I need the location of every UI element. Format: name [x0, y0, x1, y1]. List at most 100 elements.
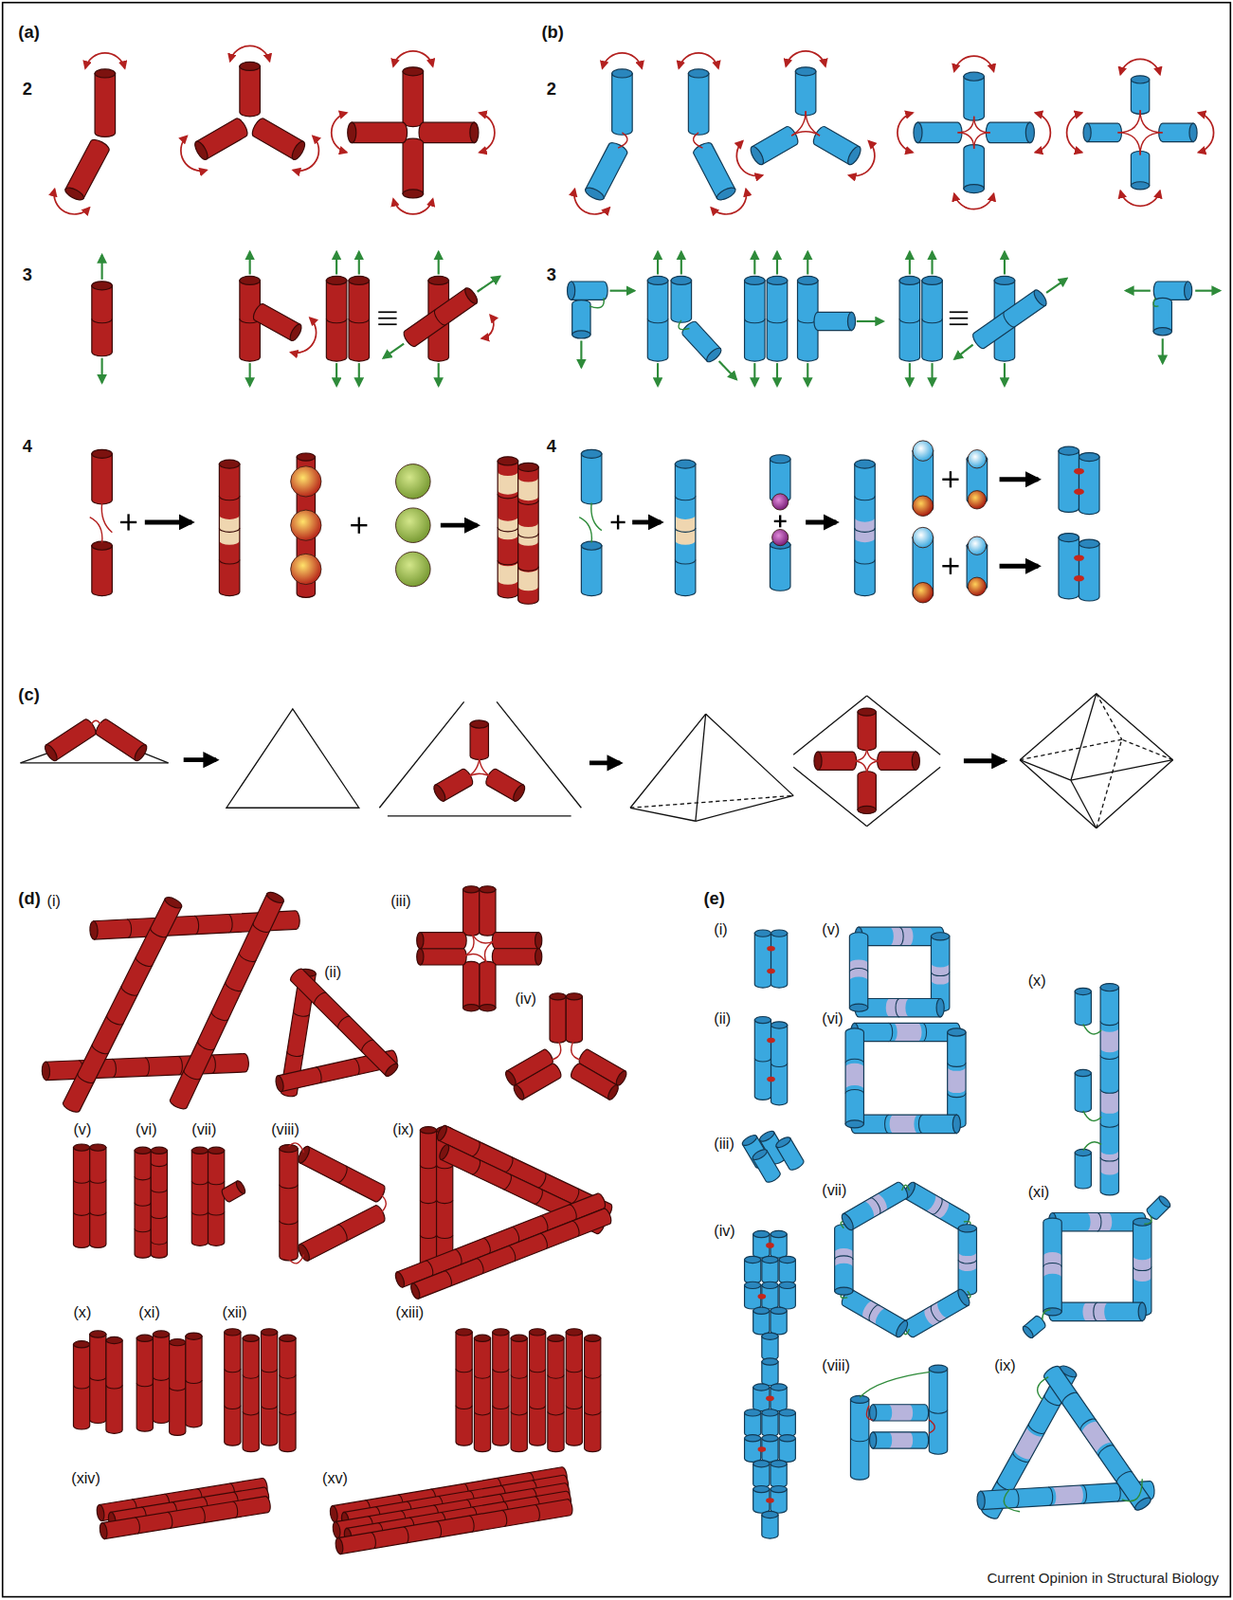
cylinder-outline — [877, 751, 917, 770]
cylinder-end — [956, 1287, 973, 1307]
cylinder-ring — [854, 527, 876, 533]
helix-cylinder — [152, 1330, 169, 1424]
force-arrow — [776, 362, 779, 386]
item-numeral: (i) — [47, 891, 61, 909]
cylinder-outline — [397, 1192, 608, 1288]
cylinder-end — [753, 1306, 770, 1314]
helix-cylinder — [1159, 123, 1197, 142]
loop-connector — [379, 1193, 386, 1215]
cylinder-end — [936, 997, 944, 1016]
label-slot: (ix) — [994, 1356, 1016, 1376]
cylinder-body — [1153, 281, 1188, 300]
cylinder-body — [239, 66, 261, 117]
cylinder-outline — [814, 311, 853, 330]
helix-cylinder — [670, 275, 692, 323]
cylinder-ring — [1100, 1088, 1119, 1093]
cylinder-end — [761, 1434, 779, 1442]
loop-connector — [957, 116, 974, 133]
cylinder-ring — [1014, 1488, 1019, 1508]
cylinder-ring — [899, 926, 904, 945]
helix-cylinder — [770, 1460, 787, 1488]
equivalence-sign — [949, 310, 968, 313]
cylinder-outline — [479, 888, 496, 936]
assembly-arrow — [632, 520, 661, 526]
cylinder-end — [463, 1004, 480, 1012]
cylinder-ring — [444, 1269, 454, 1287]
helix-cylinder — [744, 1409, 762, 1437]
cylinder-ring — [237, 952, 256, 964]
helix-cylinder — [393, 1192, 607, 1289]
cylinder-end — [748, 145, 767, 167]
cylinder-body — [518, 467, 540, 604]
cylinder-end — [779, 1409, 796, 1416]
cylinder-body — [169, 1341, 186, 1435]
cylinder-ring — [106, 1384, 123, 1389]
cylinder-body — [136, 1338, 153, 1432]
cylinder-outline — [102, 1495, 272, 1540]
cylinder-body — [922, 280, 943, 362]
label-slot: 4 — [22, 436, 33, 457]
cylinder-ring — [169, 1386, 186, 1391]
cylinder-end — [647, 275, 669, 285]
helix-cylinder — [754, 1015, 771, 1100]
cylinder-ring — [510, 1411, 527, 1415]
cylinder-ring — [850, 1437, 869, 1442]
cylinder-ring — [1100, 1123, 1119, 1127]
cylinder-body — [351, 122, 407, 144]
cylinder-end — [761, 1409, 779, 1416]
cylinder-ring — [854, 560, 876, 565]
cylinder-body — [1058, 537, 1080, 599]
cylinder-outline — [849, 932, 868, 1008]
cylinder-end — [528, 1328, 545, 1336]
contact-spot — [758, 1293, 767, 1300]
cylinder-outline — [963, 76, 985, 121]
helix-cylinder — [549, 993, 566, 1043]
cylinder-ring — [208, 1211, 225, 1215]
cylinder-ring — [286, 1051, 304, 1057]
helix-cylinder — [483, 767, 527, 804]
cylinder-ring — [279, 1375, 296, 1379]
cylinder-end — [492, 1328, 509, 1336]
cylinder-body — [470, 724, 489, 760]
cylinder-body — [872, 1404, 928, 1421]
cylinder-outline — [528, 1331, 545, 1446]
loop-connector — [617, 132, 628, 148]
cylinder-outline — [90, 1147, 107, 1249]
cylinder-body — [418, 122, 474, 144]
rotation-arrow — [678, 53, 719, 69]
cylinder-ring — [834, 1255, 853, 1260]
cylinder-body — [401, 288, 477, 348]
helix-cylinder — [1074, 987, 1091, 1026]
cylinder-body — [91, 545, 113, 597]
plus-sign — [949, 558, 952, 575]
loop-connector — [1153, 297, 1159, 307]
helix-cylinder — [401, 286, 480, 349]
cylinder-outline — [351, 122, 407, 144]
cylinder-ring — [899, 318, 921, 324]
cylinder-ring — [90, 1212, 107, 1216]
force-arrow — [383, 344, 405, 359]
cylinder-band — [947, 1067, 966, 1093]
row-number: 3 — [22, 265, 33, 285]
cylinder-outline — [901, 1289, 969, 1340]
cylinder-end — [419, 1126, 436, 1134]
cylinder-body — [571, 281, 609, 300]
rotation-arrow — [290, 317, 317, 353]
cylinder-end — [1189, 123, 1197, 142]
cylinder-end — [163, 894, 183, 910]
helix-cylinder — [218, 459, 240, 597]
helix-cylinder — [958, 1224, 977, 1295]
cylinder-end — [567, 281, 576, 300]
helix-cylinder — [1144, 1194, 1172, 1221]
sphere — [912, 526, 934, 548]
cylinder-outline — [584, 1338, 601, 1452]
helix-cylinder — [91, 541, 113, 596]
cylinder-end — [761, 1281, 779, 1288]
helix-cylinder — [1130, 150, 1149, 189]
cylinder-body — [419, 1129, 436, 1273]
cylinder-end — [770, 1306, 787, 1314]
cylinder-end — [779, 1281, 796, 1288]
helix-cylinder — [463, 886, 480, 936]
sphere — [967, 450, 986, 469]
cylinder-end — [91, 281, 113, 291]
